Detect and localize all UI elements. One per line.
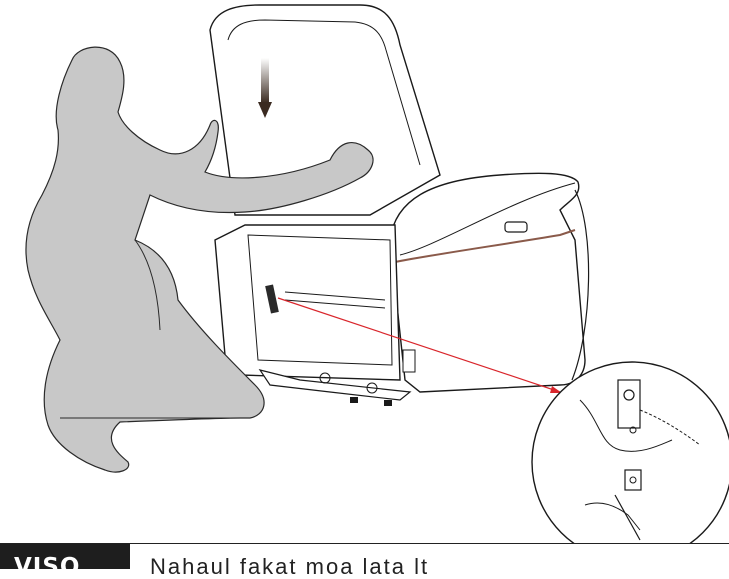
section-tag-label: VISO — [14, 556, 80, 569]
magnified-detail-callout — [532, 362, 729, 543]
chair-arm-right — [390, 173, 585, 392]
control-button-panel — [505, 222, 527, 232]
recliner-assembly-drawing — [0, 0, 729, 543]
section-tag: VISO — [0, 544, 130, 569]
chair-seat-frame — [215, 225, 400, 380]
instruction-caption: Nahaul fakat moa lata lt — [150, 556, 429, 578]
